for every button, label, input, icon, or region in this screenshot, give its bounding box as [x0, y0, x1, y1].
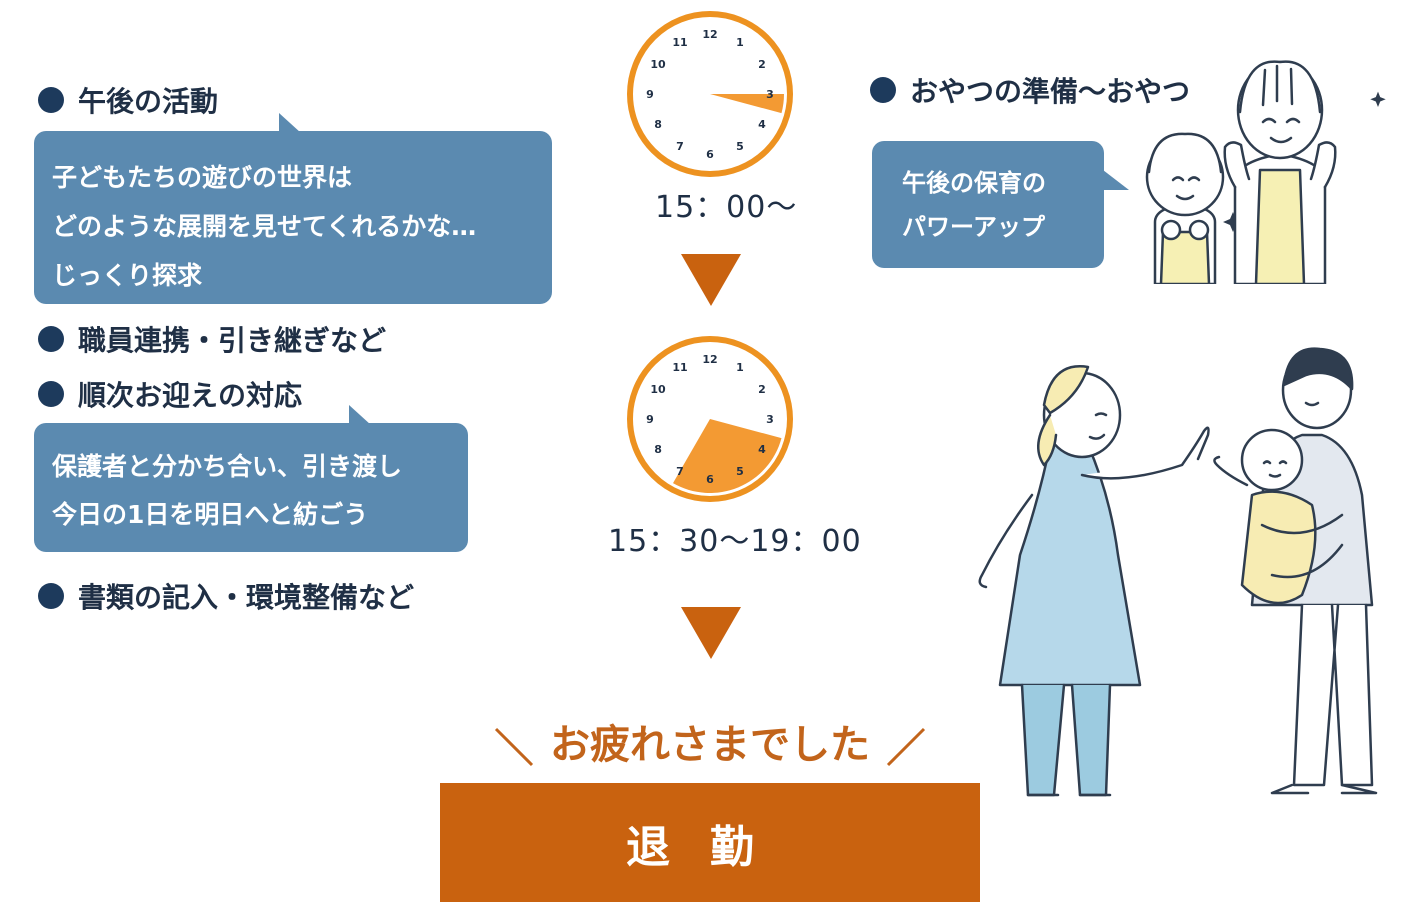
item-label: おやつの準備～おやつ: [910, 75, 1191, 108]
clock-number: 6: [706, 148, 714, 161]
clock-number: 2: [758, 58, 766, 71]
down-triangle-icon: [681, 254, 741, 306]
clock-number: 4: [758, 443, 766, 456]
clock-number: 7: [676, 465, 684, 478]
item-documents: 書類の記入・環境整備など: [38, 576, 414, 616]
time-label-1500: 15：00～: [655, 190, 798, 225]
slash-decoration-icon: [886, 727, 925, 767]
clock-time-sector: [673, 419, 782, 493]
leave-work-button[interactable]: 退勤: [440, 783, 980, 902]
bubble-line: パワーアップ: [902, 213, 1046, 241]
bubble-tail: [1103, 170, 1129, 190]
bubble-line: どのような展開を見せてくれるかな…: [52, 212, 477, 241]
item-snack: おやつの準備～おやつ: [870, 70, 1190, 110]
clock-number: 4: [758, 118, 766, 131]
clock-number: 7: [676, 140, 684, 153]
bubble-line: 今日の1日を明日へと紡ごう: [52, 500, 369, 529]
clock-number: 8: [654, 118, 662, 131]
item-afternoon-activity: 午後の活動: [38, 80, 218, 120]
bullet-dot-icon: [38, 583, 64, 609]
clock-number: 12: [702, 28, 717, 41]
slash-decoration-icon: [495, 727, 534, 767]
bullet-dot-icon: [38, 87, 64, 113]
bullet-dot-icon: [870, 77, 896, 103]
clock-number: 3: [766, 88, 774, 101]
item-label: 書類の記入・環境整備など: [78, 581, 415, 614]
clock-number: 2: [758, 383, 766, 396]
clock-number: 11: [672, 361, 687, 374]
bullet-dot-icon: [38, 381, 64, 407]
bubble-line: 子どもたちの遊びの世界は: [52, 163, 353, 192]
item-label: 職員連携・引き継ぎなど: [78, 324, 387, 357]
speech-bubble-snack: 午後の保育の パワーアップ: [872, 141, 1104, 268]
bubble-line: 午後の保育の: [902, 169, 1046, 197]
clock-time-sector: [710, 94, 784, 114]
clock-number: 3: [766, 413, 774, 426]
clock-number: 1: [736, 36, 744, 49]
speech-bubble-activity: 子どもたちの遊びの世界は どのような展開を見せてくれるかな… じっくり探求: [34, 131, 552, 304]
item-label: 順次お迎えの対応: [78, 379, 303, 412]
clock-number: 9: [646, 413, 654, 426]
clock-number: 10: [650, 383, 666, 396]
bullet-dot-icon: [38, 326, 64, 352]
clock-number: 9: [646, 88, 654, 101]
caregiver-and-child-illustration: [1145, 60, 1386, 284]
bubble-line: じっくり探求: [52, 261, 203, 290]
bubble-tail: [349, 405, 371, 425]
item-label: 午後の活動: [78, 85, 219, 118]
thanks-heading: お疲れさまでした: [440, 712, 980, 770]
clock-number: 6: [706, 473, 714, 486]
leave-work-label: 退勤: [626, 821, 794, 873]
clock-number: 5: [736, 465, 744, 478]
clock-number: 11: [672, 36, 687, 49]
handover-illustration: [978, 347, 1378, 797]
thanks-text: お疲れさまでした: [550, 722, 870, 768]
clock-number: 10: [650, 58, 666, 71]
item-staff-coordination: 職員連携・引き継ぎなど: [38, 319, 386, 359]
time-label-1530-1900: 15：30～19：00: [608, 524, 862, 559]
clock-number: 5: [736, 140, 744, 153]
clock-number: 1: [736, 361, 744, 374]
down-triangle-icon: [681, 607, 741, 659]
speech-bubble-pickup: 保護者と分かち合い、引き渡し 今日の1日を明日へと紡ごう: [34, 423, 468, 552]
clock-number: 8: [654, 443, 662, 456]
item-pickup: 順次お迎えの対応: [38, 374, 302, 414]
bubble-tail: [279, 113, 301, 133]
bubble-line: 保護者と分かち合い、引き渡し: [52, 452, 403, 481]
clock-number: 12: [702, 353, 717, 366]
